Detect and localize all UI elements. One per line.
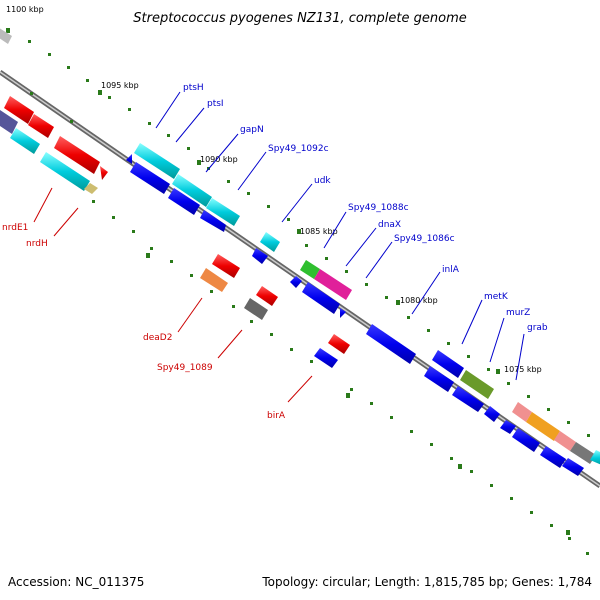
scale-label: 1085 kbp (300, 227, 338, 236)
gene-label: gapN (240, 125, 264, 135)
gene-label: udk (314, 176, 331, 186)
accession-text: Accession: NC_011375 (8, 575, 144, 589)
gene-label: murZ (506, 308, 530, 318)
gene-label: dnaX (378, 220, 401, 230)
gene-label: Spy49_1092c (268, 144, 329, 154)
scale-label: 1090 kbp (200, 155, 238, 164)
gene-label: metK (484, 292, 509, 302)
gene-label: grab (527, 323, 548, 333)
genome-backbone (0, 69, 600, 489)
scale-major-marks (6, 28, 570, 535)
gene-labels-lower: nrdE1 nrdH deaD2 Spy49_1089 birA (2, 223, 286, 421)
gene-label: deaD2 (143, 333, 172, 343)
genome-summary-text: Topology: circular; Length: 1,815,785 bp… (261, 575, 592, 589)
gene-label: Spy49_1088c (348, 203, 409, 213)
scale-label: 1075 kbp (504, 365, 542, 374)
gene-label: ptsH (183, 83, 204, 93)
map-title: Streptococcus pyogenes NZ131, complete g… (133, 11, 467, 26)
gene-label: nrdE1 (2, 223, 28, 233)
gene-label: nrdH (26, 239, 48, 249)
scale-labels: 1100 kbp 1095 kbp 1090 kbp 1085 kbp 1080… (6, 5, 542, 374)
gene-label: Spy49_1086c (394, 234, 455, 244)
scale-label: 1095 kbp (101, 81, 139, 90)
leader-lines-lower (33, 187, 313, 403)
scale-label: 1080 kbp (400, 296, 438, 305)
scale-ticks-lower (30, 92, 589, 555)
gene-label: Spy49_1089 (157, 363, 213, 373)
scale-ticks-upper (28, 40, 590, 437)
gene-label: ptsI (207, 99, 224, 109)
gene-labels-upper: ptsH ptsI gapN Spy49_1092c udk Spy49_108… (183, 83, 548, 333)
leader-lines-upper (155, 91, 525, 381)
gene-blocks (0, 28, 600, 476)
gene-label: birA (267, 411, 286, 421)
scale-label: 1100 kbp (6, 5, 44, 14)
gene-label: inlA (442, 265, 460, 275)
